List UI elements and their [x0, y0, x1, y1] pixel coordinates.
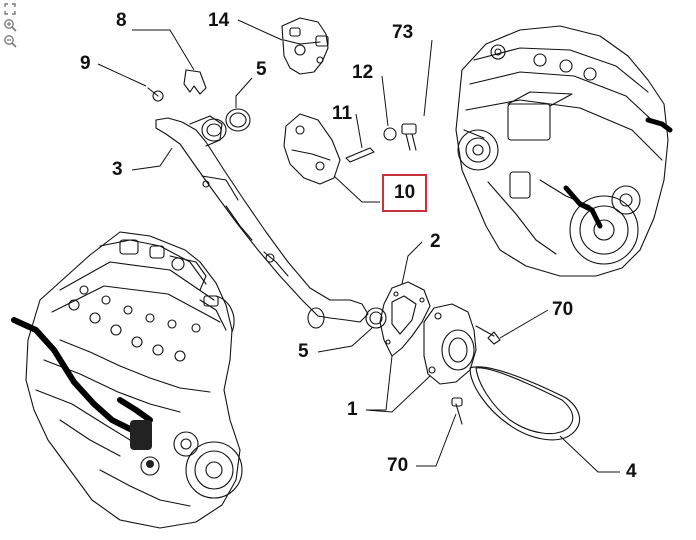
callout-70-upper[interactable]: 70: [552, 299, 574, 320]
callout-70-lower[interactable]: 70: [387, 455, 409, 476]
fit-to-page-button[interactable]: [2, 2, 18, 16]
callout-1[interactable]: 1: [347, 399, 358, 420]
callout-11[interactable]: 11: [332, 103, 353, 124]
callout-12[interactable]: 12: [352, 62, 374, 83]
bolt-73-part: [401, 123, 417, 151]
coolant-pipe-part: [155, 115, 369, 329]
engine-right-hose: [563, 117, 673, 229]
engine-left-drawing: [25, 231, 243, 529]
bolt-70-upper-part: [475, 325, 501, 345]
gasket-2-part: [379, 281, 431, 357]
callout-4[interactable]: 4: [626, 461, 637, 482]
housing-10-part: [283, 113, 341, 185]
zoom-out-icon: [4, 35, 17, 48]
callout-73[interactable]: 73: [392, 22, 414, 43]
washer-12-part: [383, 127, 397, 141]
viewer-toolbar: [2, 2, 20, 48]
engine-left-hose: [11, 317, 153, 443]
stud-11-part: [345, 147, 375, 163]
bracket-8-part: [183, 69, 207, 95]
water-pump-1-part: [423, 303, 477, 385]
thermostat-housing-14-part: [281, 17, 329, 75]
zoom-out-button[interactable]: [2, 34, 18, 48]
engine-right-drawing: [455, 25, 669, 277]
o-ring-5-upper-part: [225, 108, 251, 132]
o-ring-5-lower-part: [365, 307, 387, 329]
zoom-in-button[interactable]: [2, 18, 18, 32]
callout-2[interactable]: 2: [430, 231, 441, 252]
callout-9[interactable]: 9: [80, 53, 91, 74]
bolt-70-lower-part: [451, 397, 463, 425]
callout-3[interactable]: 3: [112, 159, 123, 180]
callout-5-lower[interactable]: 5: [298, 341, 309, 362]
leader-lines: [97, 19, 620, 473]
callout-8[interactable]: 8: [116, 10, 127, 31]
belt-4-part: [469, 366, 581, 441]
callout-14[interactable]: 14: [208, 10, 230, 31]
fit-to-page-icon: [4, 3, 16, 15]
zoom-in-icon: [4, 19, 17, 32]
callout-10-highlighted[interactable]: 10: [382, 174, 428, 212]
bolt-9-part: [147, 87, 164, 102]
callout-5-upper[interactable]: 5: [256, 59, 267, 80]
